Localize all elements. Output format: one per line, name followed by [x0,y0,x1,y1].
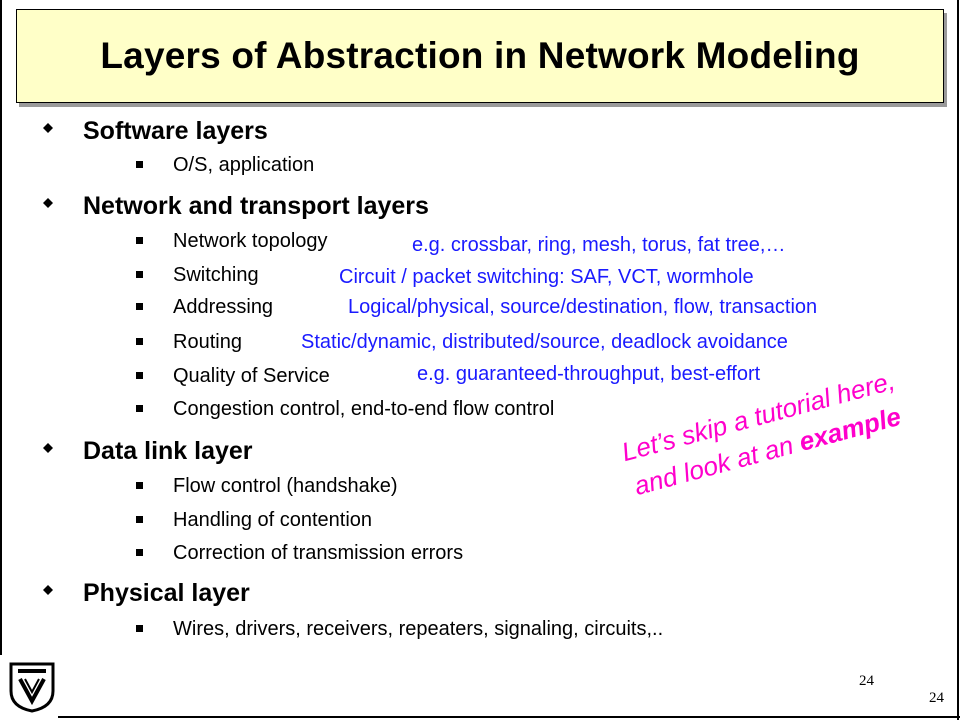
slide-border-bottom [58,716,960,718]
list-item: Addressing [136,296,274,319]
section-heading-label: Data link layer [83,437,253,465]
section-heading-datalink: Data link layer [43,437,253,466]
square-bullet-icon [136,237,143,244]
list-item: Correction of transmission errors [136,542,464,565]
list-item-label: Correction of transmission errors [173,542,464,564]
list-item: Network topology [136,230,328,253]
square-bullet-icon [136,549,143,556]
square-bullet-icon [136,161,143,168]
page-number-corner: 24 [929,690,944,706]
page-number-inner: 24 [859,673,874,689]
square-bullet-icon [136,405,143,412]
list-item-label: Handling of contention [173,509,373,531]
list-item-label: Quality of Service [173,365,330,387]
note-routing: Static/dynamic, distributed/source, dead… [301,331,788,353]
section-heading-label: Network and transport layers [83,192,429,220]
note-topology: e.g. crossbar, ring, mesh, torus, fat tr… [412,234,786,256]
list-item: Quality of Service [136,365,330,388]
list-item: Switching [136,264,259,287]
list-item: Flow control (handshake) [136,475,398,498]
square-bullet-icon [136,625,143,632]
title-box: Layers of Abstraction in Network Modelin… [16,9,944,103]
square-bullet-icon [136,516,143,523]
square-bullet-icon [136,372,143,379]
list-item-label: Wires, drivers, receivers, repeaters, si… [173,618,664,640]
section-heading-label: Physical layer [83,579,250,607]
list-item-label: Switching [173,264,259,286]
list-item: O/S, application [136,154,315,177]
list-item: Wires, drivers, receivers, repeaters, si… [136,618,664,641]
diamond-bullet-icon [43,198,53,208]
note-addressing: Logical/physical, source/destination, fl… [348,296,818,318]
diamond-bullet-icon [43,123,53,133]
section-heading-network: Network and transport layers [43,192,429,221]
list-item-label: Congestion control, end-to-end flow cont… [173,398,555,420]
section-heading-label: Software layers [83,117,268,145]
slide-title: Layers of Abstraction in Network Modelin… [100,35,860,76]
list-item: Handling of contention [136,509,373,532]
square-bullet-icon [136,482,143,489]
slide-border-left [0,0,2,655]
list-item: Routing [136,331,242,354]
list-item: Congestion control, end-to-end flow cont… [136,398,555,421]
slide-border-right [957,0,959,720]
list-item-label: Addressing [173,296,274,318]
diamond-bullet-icon [43,443,53,453]
square-bullet-icon [136,271,143,278]
list-item-label: O/S, application [173,154,315,176]
note-qos: e.g. guaranteed-throughput, best-effort [417,363,761,385]
square-bullet-icon [136,338,143,345]
section-heading-physical: Physical layer [43,579,250,608]
note-switching: Circuit / packet switching: SAF, VCT, wo… [339,266,754,288]
section-heading-software: Software layers [43,117,268,146]
list-item-label: Network topology [173,230,328,252]
diamond-bullet-icon [43,585,53,595]
technion-logo-icon [9,662,55,713]
list-item-label: Flow control (handshake) [173,475,398,497]
list-item-label: Routing [173,331,242,353]
square-bullet-icon [136,303,143,310]
